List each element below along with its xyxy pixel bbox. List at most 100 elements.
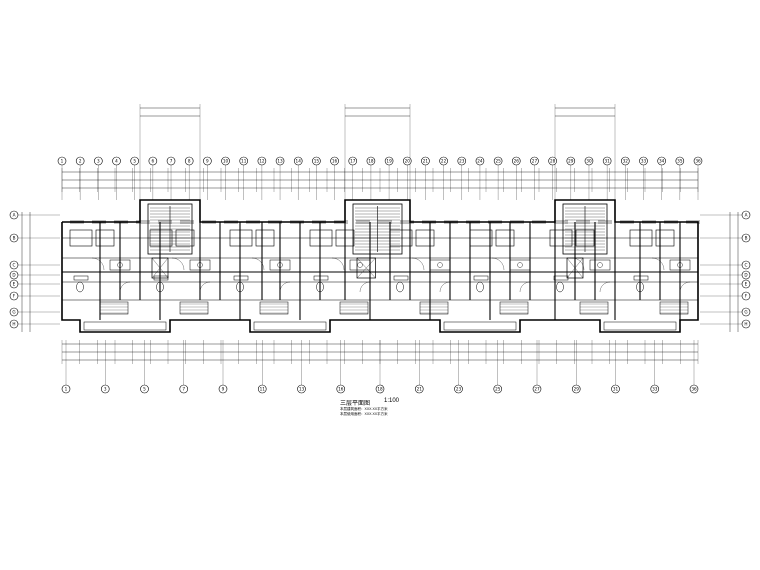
grid-axis-bubble: 4 [112, 156, 121, 200]
grid-axis-bubble: 10 [221, 156, 230, 200]
grid-axis-bubble: 21 [421, 156, 430, 200]
grid-axis-bubble: C [9, 260, 60, 270]
grid-axis-label: H [12, 322, 15, 327]
area-note-2: 本层使用面积：XXX.XX平方米 [340, 412, 388, 416]
grid-axis-label: 18 [368, 159, 374, 164]
grid-axis-bubble: 15 [312, 156, 321, 200]
grid-axis-label: D [12, 273, 15, 278]
grid-axis-bubble: F [700, 291, 751, 301]
grid-axis-label: G [12, 310, 15, 315]
grid-axis-label: B [745, 236, 748, 241]
grid-axis-bubble: 33 [639, 156, 648, 200]
grid-axis-label: 3 [97, 159, 100, 164]
grid-axis-bubble: 5 [130, 156, 139, 200]
grid-axis-label: 27 [532, 159, 538, 164]
grid-axis-label: 7 [170, 159, 173, 164]
grid-axis-label: 1 [61, 159, 64, 164]
grid-axis-label: F [745, 294, 748, 299]
grid-axis-bubble: 18 [366, 156, 376, 200]
grid-axis-bubble: 3 [100, 340, 110, 394]
grid-axis-label: 36 [695, 159, 701, 164]
grid-axis-bubble: 34 [657, 156, 666, 200]
grid-axis-bubble: 2 [75, 156, 85, 200]
grid-axis-label: 12 [259, 159, 265, 164]
grid-axis-bubble: 13 [297, 340, 306, 394]
dimension-lines [21, 104, 739, 364]
grid-axis-bubble: 18 [375, 340, 385, 394]
grid-axis-bubble: 14 [293, 156, 303, 200]
grid-axis-bubble: 30 [584, 156, 594, 200]
grid-axis-label: 9 [222, 387, 225, 392]
grid-axis-label: 24 [477, 159, 483, 164]
grid-axis-label: 21 [417, 387, 423, 392]
grid-axis-label: 33 [641, 159, 647, 164]
grid-axis-bubble: 1 [61, 340, 71, 394]
grid-axis-bubble: 9 [203, 156, 212, 200]
grid-axis-label: A [745, 213, 748, 218]
grid-axis-label: C [745, 263, 748, 268]
grid-axis-bubble: 35 [675, 156, 685, 200]
grid-axis-bubble: D [9, 270, 60, 280]
grid-axis-bubble: 7 [179, 340, 189, 394]
building-walls [61, 199, 699, 333]
grid-axis-bubble: 27 [532, 340, 542, 394]
grid-axis-bubble: E [9, 279, 60, 289]
grid-axis-label: 4 [115, 159, 118, 164]
grid-axis-label: 5 [133, 159, 136, 164]
grid-axis-label: 11 [260, 387, 266, 392]
grid-axis-label: 10 [223, 159, 229, 164]
grid-axis-bubble: C [700, 260, 751, 270]
grid-axis-bubble: G [700, 307, 751, 317]
grid-axis-label: 25 [495, 387, 501, 392]
grid-axis-bubble: 11 [257, 340, 267, 394]
grid-axis-label: 21 [423, 159, 429, 164]
grid-axis-bubble: F [9, 291, 60, 301]
grid-axis-bubble: B [9, 233, 60, 243]
grid-axis-bubble: 16 [330, 156, 339, 200]
grid-axis-bubble: 8 [184, 156, 194, 200]
grid-axis-bubble: 7 [166, 156, 176, 200]
grid-axis-label: 18 [377, 387, 383, 392]
grid-axis-label: 34 [659, 159, 665, 164]
grid-axis-label: 8 [188, 159, 191, 164]
room-details [69, 203, 700, 331]
grid-axis-bubble: 36 [689, 340, 699, 394]
grid-axis-label: 25 [495, 159, 501, 164]
grid-axis-label: 20 [405, 159, 411, 164]
grid-axis-label: 19 [386, 159, 392, 164]
grid-axis-bubble: A [9, 210, 60, 220]
grid-axis-bubble: 25 [493, 340, 503, 394]
grid-axis-label: 11 [241, 159, 247, 164]
grid-axis-bubble: 23 [454, 340, 463, 394]
grid-axis-bubble: 21 [414, 340, 424, 394]
grid-axis-bubble: 24 [475, 156, 485, 200]
grid-axis-bubble: 3 [94, 156, 103, 200]
grid-axis-label: 31 [604, 159, 610, 164]
grid-axis-label: 22 [441, 159, 447, 164]
grid-axis-label: 9 [206, 159, 209, 164]
grid-axis-label: 31 [613, 387, 619, 392]
grid-axis-bubble: H [700, 319, 751, 329]
grid-axis-bubble: 17 [348, 156, 358, 200]
grid-axis-bubble: D [700, 270, 751, 280]
grid-axis-label: H [744, 322, 747, 327]
grid-axis-bubble: 31 [602, 156, 612, 200]
grid-axis-label: G [744, 310, 747, 315]
grid-axis-label: 29 [574, 387, 580, 392]
grid-axis-label: 27 [534, 387, 540, 392]
grid-axis-bubble: 33 [650, 340, 660, 394]
grid-axis-bubble: 22 [439, 156, 448, 200]
grid-axis-label: 16 [332, 159, 338, 164]
grid-axis-bubble: B [700, 233, 751, 243]
grid-axis-label: 23 [459, 159, 465, 164]
grid-axis-label: 29 [568, 159, 574, 164]
grid-axis-bubble: 32 [621, 156, 630, 200]
grid-axis-label: 35 [677, 159, 683, 164]
grid-axis-bubble: 26 [511, 156, 521, 200]
drawing-scale: 1:100 [384, 398, 400, 404]
grid-axis-bubble: 11 [239, 156, 249, 200]
